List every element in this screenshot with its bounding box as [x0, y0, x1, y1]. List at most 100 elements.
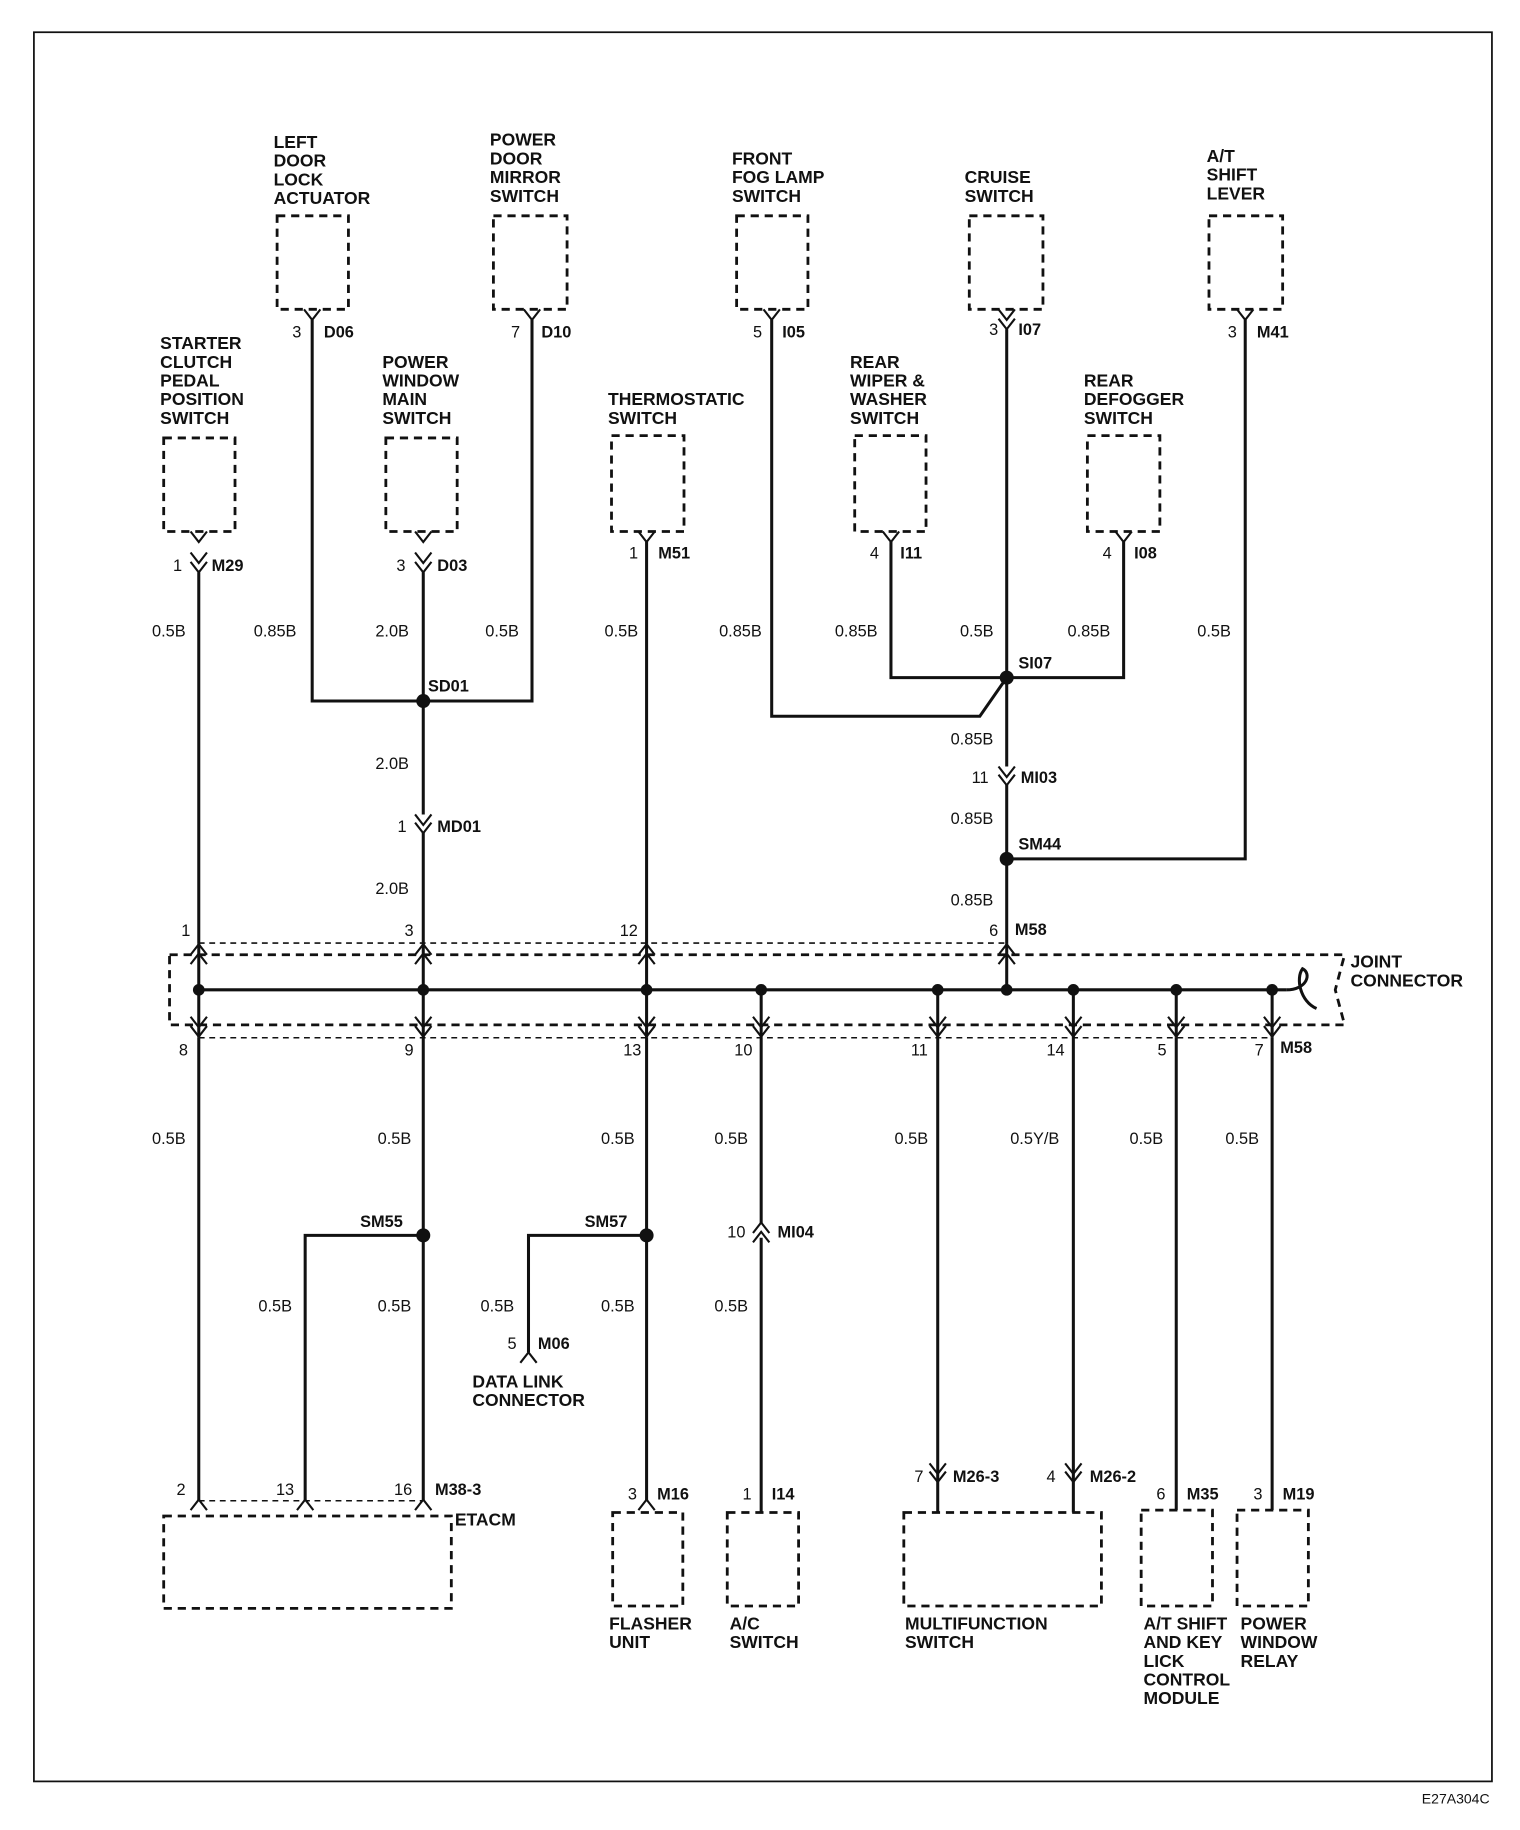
- thermostatic-switch: THERMOSTATIC SWITCH: [608, 389, 745, 533]
- connector-chevron: [189, 530, 208, 544]
- splice-label: SM55: [360, 1213, 403, 1231]
- connector-chevron: [637, 1025, 656, 1039]
- wire-sm55-etacm13: [303, 1233, 424, 1501]
- connector-m29: 1 M29: [173, 530, 243, 575]
- pin-number: 1: [398, 818, 407, 836]
- jc-top-pin-1: 1: [181, 922, 208, 990]
- pin-number: 9: [405, 1041, 414, 1059]
- connector-chevron: [414, 813, 433, 827]
- connector-chevron: [928, 1025, 947, 1039]
- component-box: [275, 214, 350, 311]
- pin-number: 4: [870, 544, 879, 562]
- splice-sm44: [999, 851, 1014, 866]
- wire-spec: 0.5B: [485, 623, 519, 641]
- component-label: SWITCH: [608, 408, 677, 428]
- wire-spec: 0.5B: [378, 1130, 412, 1148]
- connector-i07: 3 I07: [989, 308, 1041, 339]
- component-label: DATA LINK: [472, 1371, 563, 1391]
- connector-chevron: [303, 308, 322, 322]
- etacm: 2 13 16 M38-3 ETACM: [162, 1481, 516, 1610]
- component-label: SWITCH: [382, 408, 451, 428]
- component-box: [162, 1514, 453, 1610]
- component-label: MIRROR: [490, 167, 561, 187]
- rear-wiper-washer-switch: REAR WIPER & WASHER SWITCH: [850, 352, 928, 533]
- connector-chevron: [1167, 1016, 1186, 1029]
- connector-id: M26-3: [953, 1468, 999, 1486]
- connector-id: MI03: [1021, 769, 1057, 787]
- component-label: POWER: [1241, 1613, 1308, 1633]
- component-label: WINDOW: [382, 371, 459, 391]
- connector-chevron: [1263, 1016, 1282, 1029]
- wire-spec: 0.85B: [951, 810, 994, 828]
- pin-number: 8: [179, 1041, 188, 1059]
- component-label: SHIFT: [1207, 165, 1258, 185]
- connector-chevron: [1064, 1016, 1083, 1029]
- component-label: FRONT: [732, 148, 793, 168]
- pin-number: 11: [911, 1041, 928, 1059]
- jc-bottom-pin-14: 14: [1046, 989, 1083, 1059]
- connector-chevron: [189, 1497, 208, 1511]
- wire-i11-si07: [889, 542, 1007, 680]
- inline-connector-mi03: 11 MI03: [972, 765, 1057, 787]
- connector-chevron: [414, 942, 433, 956]
- connector-id: MD01: [437, 818, 481, 836]
- component-label: MODULE: [1144, 1688, 1220, 1708]
- pin-number: 3: [989, 321, 998, 339]
- pin-number: 6: [1156, 1486, 1165, 1504]
- connector-chevron: [1263, 1025, 1282, 1039]
- at-shift-key-lock-control-module: 6 M35 A/T SHIFT AND KEY LICK CONTROL MOD…: [1139, 1486, 1230, 1708]
- component-label: SWITCH: [1084, 408, 1153, 428]
- wire-d06-sd01: [310, 319, 424, 703]
- splice-label: SM44: [1018, 836, 1062, 854]
- component-label: POSITION: [160, 389, 244, 409]
- component-label: SWITCH: [160, 408, 229, 428]
- component-label: A/T: [1207, 146, 1236, 166]
- component-label: MAIN: [382, 389, 427, 409]
- connector-chevron: [997, 951, 1016, 965]
- connector-chevron: [752, 1025, 771, 1039]
- connector-chevron: [1064, 1025, 1083, 1039]
- jc-bottom-pin-11: 11: [911, 989, 947, 1059]
- connector-chevron: [189, 951, 208, 965]
- wire-spec: 0.5B: [894, 1130, 928, 1148]
- joint-connector-label: CONNECTOR: [1350, 970, 1463, 990]
- power-door-mirror-switch: POWER DOOR MIRROR SWITCH: [490, 130, 569, 311]
- component-label: SWITCH: [730, 1632, 799, 1652]
- pin-number: 11: [972, 769, 989, 787]
- pin-number: 3: [1228, 323, 1237, 341]
- pin-number: 1: [629, 544, 638, 562]
- connector-id: I05: [782, 323, 805, 341]
- connector-i11: 4 I11: [870, 530, 922, 562]
- pin-number: 10: [727, 1224, 745, 1242]
- connector-id: I14: [772, 1486, 796, 1504]
- connector-d10: 7 D10: [511, 308, 571, 341]
- wire-spec: 0.5B: [601, 1130, 635, 1148]
- component-box: [384, 436, 459, 533]
- connector-chevron: [522, 308, 542, 322]
- component-label: STARTER: [160, 333, 242, 353]
- component-label: POWER: [490, 130, 557, 150]
- component-label: CONNECTOR: [472, 1390, 585, 1410]
- jc-bottom-pin-8: 8: [179, 989, 208, 1059]
- connector-i05: 5 I05: [753, 308, 805, 341]
- connector-chevron: [928, 1470, 947, 1484]
- pin-number: 13: [276, 1481, 294, 1499]
- connector-i08: 4 I08: [1103, 530, 1157, 562]
- component-label: ACTUATOR: [274, 188, 371, 208]
- wire-i05-si07: [770, 319, 1008, 718]
- wire-spec: 0.5B: [960, 623, 994, 641]
- connector-id: M41: [1257, 323, 1289, 341]
- component-label: FOG LAMP: [732, 167, 825, 187]
- wire-spec: 0.5B: [1197, 623, 1231, 641]
- connector-chevron: [1167, 1025, 1186, 1039]
- joint-connector-outline: [168, 953, 1347, 1027]
- component-label: CRUISE: [965, 167, 1031, 187]
- connector-chevron: [997, 765, 1016, 779]
- connector-chevron: [637, 1497, 656, 1511]
- component-label: LOCK: [274, 169, 324, 189]
- pin-number: 3: [1253, 1486, 1262, 1504]
- connector-chevron: [414, 951, 433, 965]
- wire-spec: 0.5Y/B: [1010, 1130, 1059, 1148]
- jc-top-pin-3: 3: [405, 922, 433, 990]
- connector-chevron: [519, 1350, 538, 1364]
